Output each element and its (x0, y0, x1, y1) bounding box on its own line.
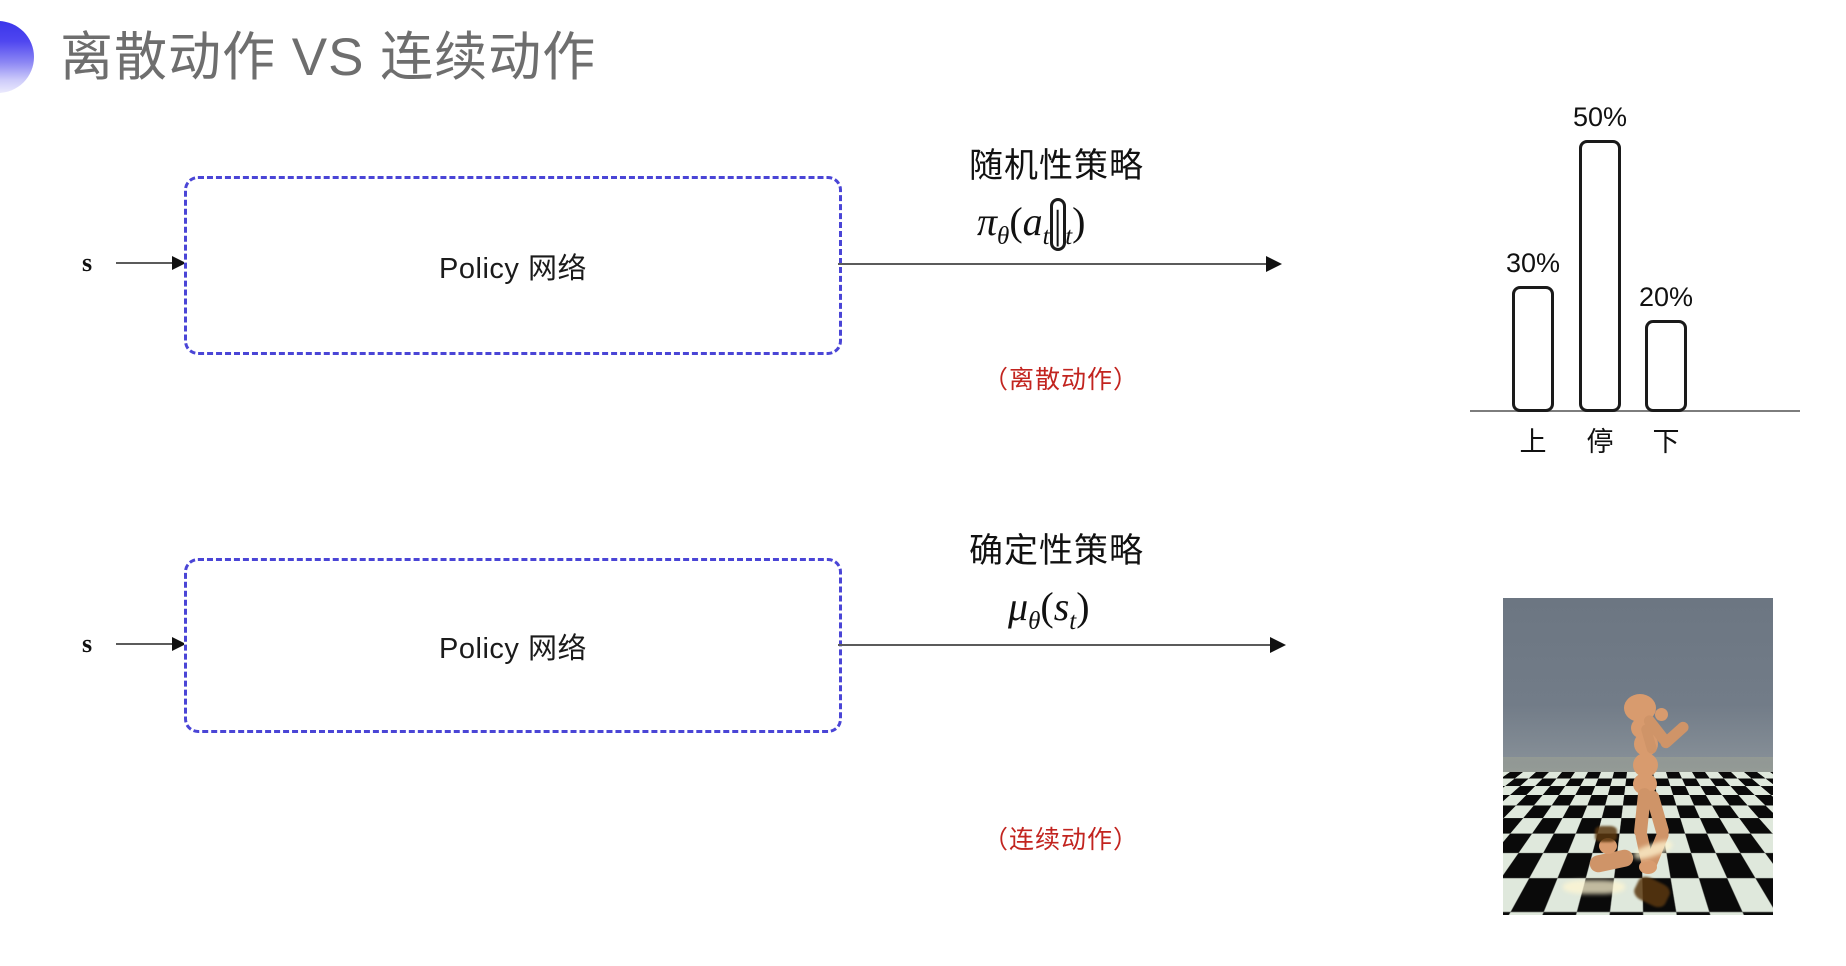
arrow-head (172, 256, 186, 270)
humanoid-simulation-image (1503, 598, 1773, 915)
bar-value-2: 20% (1638, 282, 1694, 312)
bar-1 (1579, 140, 1621, 412)
arrow-head (172, 637, 186, 651)
policy-network-box-discrete[interactable]: Policy 网络 (184, 176, 842, 355)
policy-network-label: Policy 网络 (439, 632, 587, 665)
formula-close-paren: ) (1076, 584, 1090, 629)
note-continuous-action: （连续动作） (983, 826, 1140, 854)
input-arrow-continuous (116, 637, 186, 651)
policy-kind-label-continuous: 确定性策略 (969, 532, 1144, 570)
floor-glare-left (1563, 880, 1625, 894)
formula-arg-sub: t (1069, 608, 1077, 635)
chart-baseline-axis (1470, 410, 1800, 412)
note-discrete-action: （离散动作） (983, 366, 1140, 394)
bar-value-0: 30% (1505, 248, 1561, 278)
formula-fn-sub: θ (997, 223, 1010, 250)
formula-open-paren: ( (1009, 199, 1023, 244)
bar-0 (1512, 286, 1554, 412)
arrow-shaft (838, 263, 1268, 265)
bar-value-1: 50% (1572, 102, 1628, 132)
arrow-head (1266, 256, 1282, 272)
formula-close-paren: ) (1072, 199, 1086, 244)
humanoid-heel-left (1599, 838, 1617, 854)
formula-open-paren: ( (1040, 584, 1054, 629)
gradient-half-circle-icon (0, 21, 34, 93)
input-state-label-continuous: s (82, 629, 93, 658)
bar-2 (1645, 320, 1687, 412)
input-arrow-discrete (116, 256, 186, 270)
action-probability-bar-chart: 30% 上 50% 停 20% 下 (1470, 96, 1846, 457)
arrow-head (1270, 637, 1286, 653)
formula-arg: a (1022, 199, 1043, 244)
arrow-shaft (116, 643, 174, 645)
bar-category-2: 下 (1652, 427, 1680, 457)
policy-network-box-continuous[interactable]: Policy 网络 (184, 558, 842, 733)
formula-arg: s (1053, 584, 1070, 629)
arrow-shaft (838, 644, 1272, 646)
formula-arg-sub: t (1042, 223, 1050, 250)
arrow-shaft (116, 262, 174, 264)
policy-network-label: Policy 网络 (439, 252, 587, 285)
policy-kind-label-discrete: 随机性策略 (969, 147, 1144, 185)
bar-category-0: 上 (1519, 427, 1547, 457)
floor-scuff-left (1595, 826, 1617, 842)
output-arrow-discrete (838, 256, 1284, 272)
humanoid-hand-right (1655, 708, 1668, 721)
bar-category-1: 停 (1586, 427, 1614, 457)
formula-fn: μ (1008, 584, 1029, 629)
formula-cond-sub: t (1065, 223, 1073, 250)
formula-fn-sub: θ (1028, 608, 1041, 635)
humanoid-foot-right (1639, 860, 1657, 874)
formula-deterministic-policy: μθ(st) (1008, 583, 1090, 636)
input-state-label-discrete: s (82, 248, 93, 277)
page-title: 离散动作 VS 连续动作 (60, 28, 597, 87)
formula-stochastic-policy: πθ(at|st) (977, 198, 1085, 251)
formula-fn: π (977, 199, 998, 244)
output-arrow-continuous (838, 637, 1288, 653)
formula-conditional-bar: | (1049, 198, 1066, 251)
